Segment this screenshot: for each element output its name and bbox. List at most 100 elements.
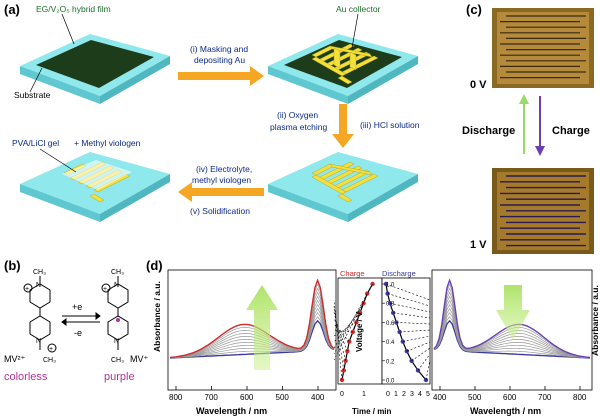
right-ylabel: Absorbance / a.u. [590, 285, 600, 356]
mv1-plus-sign-top: + [103, 286, 107, 293]
charge-connector [333, 322, 357, 337]
spectrum-curve [433, 316, 591, 359]
charge-connector [333, 299, 343, 381]
mid-x-tick-label: 4 [418, 391, 422, 398]
left-xlabel: Wavelength / nm [196, 406, 267, 416]
spectrum-curve [169, 303, 335, 359]
mv2-ring-bottom [29, 315, 51, 341]
mv1-name: MV⁺ [130, 354, 149, 364]
charge-connector [333, 293, 368, 355]
discharge-point [394, 320, 399, 325]
mv2-methyl-bottom: CH₃ [43, 357, 56, 364]
mvplus-structure [101, 276, 129, 350]
spectrum-curve [433, 299, 591, 359]
charge-x-tick-label: 0 [340, 391, 344, 398]
gel-label: PVA/LiCl gel [12, 138, 59, 148]
mv2-name: MV²⁺ [4, 354, 25, 364]
panel-a-label: (a) [4, 2, 20, 17]
voltage-1v-label: 1 V [470, 239, 487, 251]
substrate-side-left [20, 66, 100, 104]
discharge-connector [389, 302, 431, 313]
substrate-side-left-4 [20, 184, 100, 222]
step4-line2: methyl viologen [192, 175, 251, 185]
panel-b-label: (b) [4, 258, 21, 273]
panel-d-label: (d) [146, 258, 163, 273]
left-ylabel: Absorbance / a.u. [152, 281, 162, 352]
right-decrease-arrow [496, 285, 530, 340]
mv1-methyl-bottom: CH₃ [111, 357, 124, 364]
mid-ylabel: Voltage / V [355, 311, 364, 352]
redox-back-head [61, 318, 67, 326]
discharge-connector [387, 293, 431, 307]
mv2-plus-sign-top: + [25, 286, 29, 293]
final-device [20, 152, 170, 222]
x-tick-label: 600 [240, 393, 254, 402]
gel-label-leader [39, 148, 77, 173]
substrate-label: Substrate [14, 90, 51, 100]
y-tick-label: 0.2 [386, 359, 395, 365]
y-tick-label: 0.0 [386, 379, 395, 385]
plus-e-label: +e [72, 302, 82, 312]
step5-label: (v) Solidification [190, 206, 250, 216]
step1-arrow [178, 66, 264, 86]
au-pattern-3 [311, 161, 379, 203]
spectrum-curve [433, 308, 591, 359]
photo-0v-inner [497, 12, 589, 84]
step3-label: (iii) HCl solution [360, 120, 420, 130]
discharge-label-d: Discharge [382, 269, 416, 278]
spectrum-curve [169, 319, 335, 359]
voltage-0v-label: 0 V [470, 79, 487, 91]
pva-gel-layer [62, 160, 132, 190]
mv1-n-bottom: N [114, 338, 119, 345]
x-tick-label: 400 [433, 393, 447, 402]
mid-x-tick-label: 1 [394, 391, 398, 398]
au-collector-pattern [311, 43, 379, 85]
film-label-leader [61, 13, 75, 45]
charge-connector [333, 303, 364, 349]
left-spectra [169, 278, 335, 359]
mid-x-tick-label: 2 [402, 391, 406, 398]
mv1-n-top: N [114, 282, 119, 289]
charge-connector [333, 312, 361, 343]
mid-x-tick-label: 3 [410, 391, 414, 398]
mv2-plus-top [23, 283, 33, 293]
panel-c-label: (c) [466, 2, 482, 17]
step2-line1: (ii) Oxygen [277, 110, 318, 120]
minus-e-label: -e [74, 328, 82, 338]
mid-x-tick-label: 5 [426, 391, 430, 398]
substrate-label-leader [29, 67, 43, 93]
discharge-frame [381, 277, 431, 385]
x-tick-label: 600 [503, 393, 517, 402]
electrode-fingers-0v [500, 15, 586, 79]
redox-forward-head [95, 312, 101, 320]
spectrum-curve [169, 316, 335, 359]
device-photo-1v [492, 168, 594, 254]
spectrum-curve [169, 308, 335, 359]
mv2plus-structure [23, 276, 57, 353]
x-tick-label: 400 [311, 393, 325, 402]
discharge-connector [396, 322, 431, 325]
x-tick-label: 800 [169, 393, 183, 402]
redox-arrows [61, 312, 101, 326]
spectrum-curve [433, 319, 591, 359]
electrode-fingers-1v [500, 175, 586, 247]
spectrum-curve [433, 303, 591, 359]
spectrum-curve [169, 299, 335, 359]
mv1-plus-top [101, 283, 111, 293]
x-tick-label: 700 [538, 393, 552, 402]
spectrum-curve [433, 312, 591, 359]
charge-arrowhead [535, 146, 545, 156]
x-tick-label: 500 [468, 393, 482, 402]
step1-line1: (i) Masking and [190, 44, 248, 54]
step2-line2: plasma etching [270, 122, 327, 132]
right-spectrum-frame [431, 269, 593, 391]
eg-v2o5-film [36, 40, 154, 88]
spectrum-curve [169, 312, 335, 359]
step1-line2: depositing Au [194, 55, 245, 65]
discharge-label-c: Discharge [462, 125, 515, 137]
discharge-point [409, 358, 414, 363]
mv2-plus-sign-bottom: + [49, 346, 53, 353]
charge-x-tick-label: 1 [362, 391, 366, 398]
